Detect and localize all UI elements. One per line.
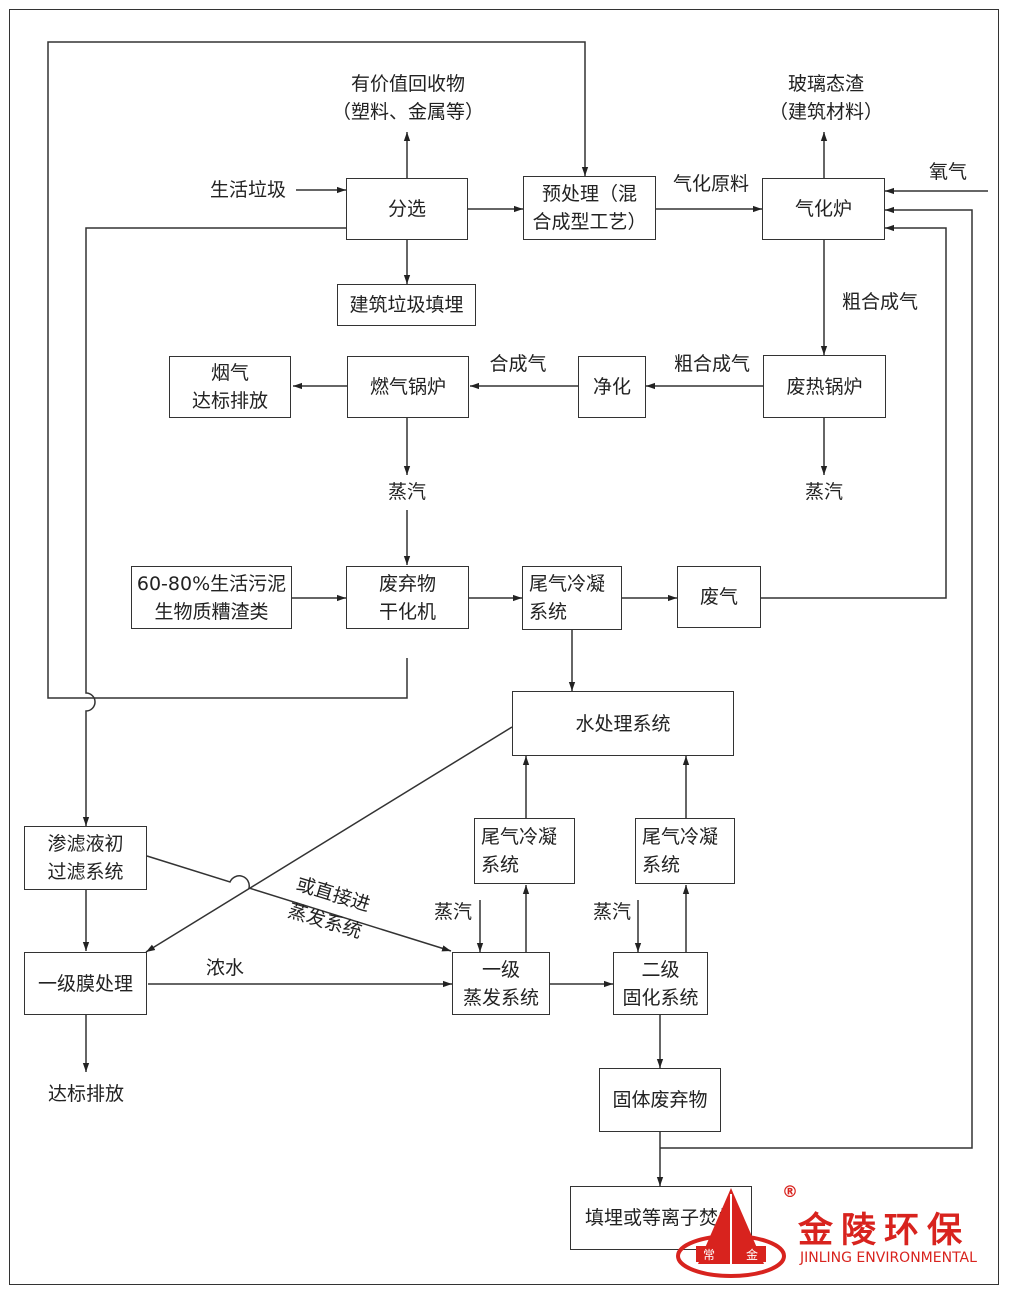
evaporation-box: 一级 蒸发系统 [452, 952, 550, 1015]
water-treatment-box: 水处理系统 [512, 691, 734, 756]
gas-boiler-box: 燃气锅炉 [347, 356, 469, 418]
tail-gas-condenser-3-box: 尾气冷凝 系统 [635, 818, 735, 884]
logo-registered: ® [782, 1182, 798, 1201]
waste-dryer-box: 废弃物 干化机 [346, 566, 469, 629]
steam-2-label: 蒸汽 [804, 481, 843, 503]
crude-syngas-1-label: 粗合成气 [841, 291, 918, 313]
membrane-box: 一级膜处理 [24, 952, 147, 1015]
solid-waste-box: 固体废弃物 [599, 1068, 721, 1132]
arrow-solidwaste-gasifier [660, 206, 973, 1149]
construction-landfill-box: 建筑垃圾填埋 [337, 284, 476, 326]
steam-4-label: 蒸汽 [592, 901, 631, 923]
logo-mark-left-char: 常 [703, 1248, 716, 1262]
arrow-wastegas-gasifier [761, 224, 947, 599]
logo-mark-icon [676, 1188, 786, 1278]
waste-gas-box: 废气 [677, 566, 761, 628]
diagram-frame [9, 9, 999, 1285]
loop-to-pretreatment [47, 41, 589, 699]
oxygen-label: 氧气 [928, 161, 967, 183]
logo-name-cn: 金陵环保 [798, 1211, 971, 1251]
arrow-water-membrane [145, 726, 513, 953]
steam-1-label: 蒸汽 [387, 481, 426, 503]
company-logo: 常 金 ® 金陵环保 JINLING ENVIRONMENTAL [676, 1180, 996, 1280]
waste-heat-boiler-box: 废热锅炉 [763, 355, 886, 418]
household-waste-label: 生活垃圾 [209, 179, 286, 201]
gasification-feed-label: 气化原料 [672, 173, 749, 195]
logo-name-en: JINLING ENVIRONMENTAL [800, 1250, 977, 1266]
logo-mark-right-char: 金 [746, 1248, 759, 1262]
flue-gas-box: 烟气 达标排放 [169, 356, 291, 418]
solidification-box: 二级 固化系统 [613, 952, 708, 1015]
purification-box: 净化 [578, 356, 646, 418]
discharge-label: 达标排放 [47, 1083, 124, 1105]
crude-syngas-2-label: 粗合成气 [673, 353, 750, 375]
tail-gas-condenser-2-box: 尾气冷凝 系统 [474, 818, 575, 884]
steam-3-label: 蒸汽 [433, 901, 472, 923]
gasifier-box: 气化炉 [762, 178, 885, 240]
pretreatment-box: 预处理（混 合成型工艺） [523, 176, 656, 240]
tail-gas-condenser-box: 尾气冷凝 系统 [522, 566, 622, 630]
glass-slag-label: 玻璃态渣 （建筑材料） [768, 73, 883, 123]
sorting-box: 分选 [346, 178, 468, 240]
leachate-filter-box: 渗滤液初 过滤系统 [24, 826, 147, 890]
recyclables-label: 有价值回收物 （塑料、金属等） [331, 73, 484, 123]
sludge-input-box: 60-80%生活污泥 生物质糟渣类 [131, 566, 292, 629]
leachate-line [82, 227, 346, 826]
concentrate-label: 浓水 [205, 957, 244, 979]
arrow-filter-evap [146, 855, 452, 952]
syngas-label: 合成气 [489, 353, 547, 375]
